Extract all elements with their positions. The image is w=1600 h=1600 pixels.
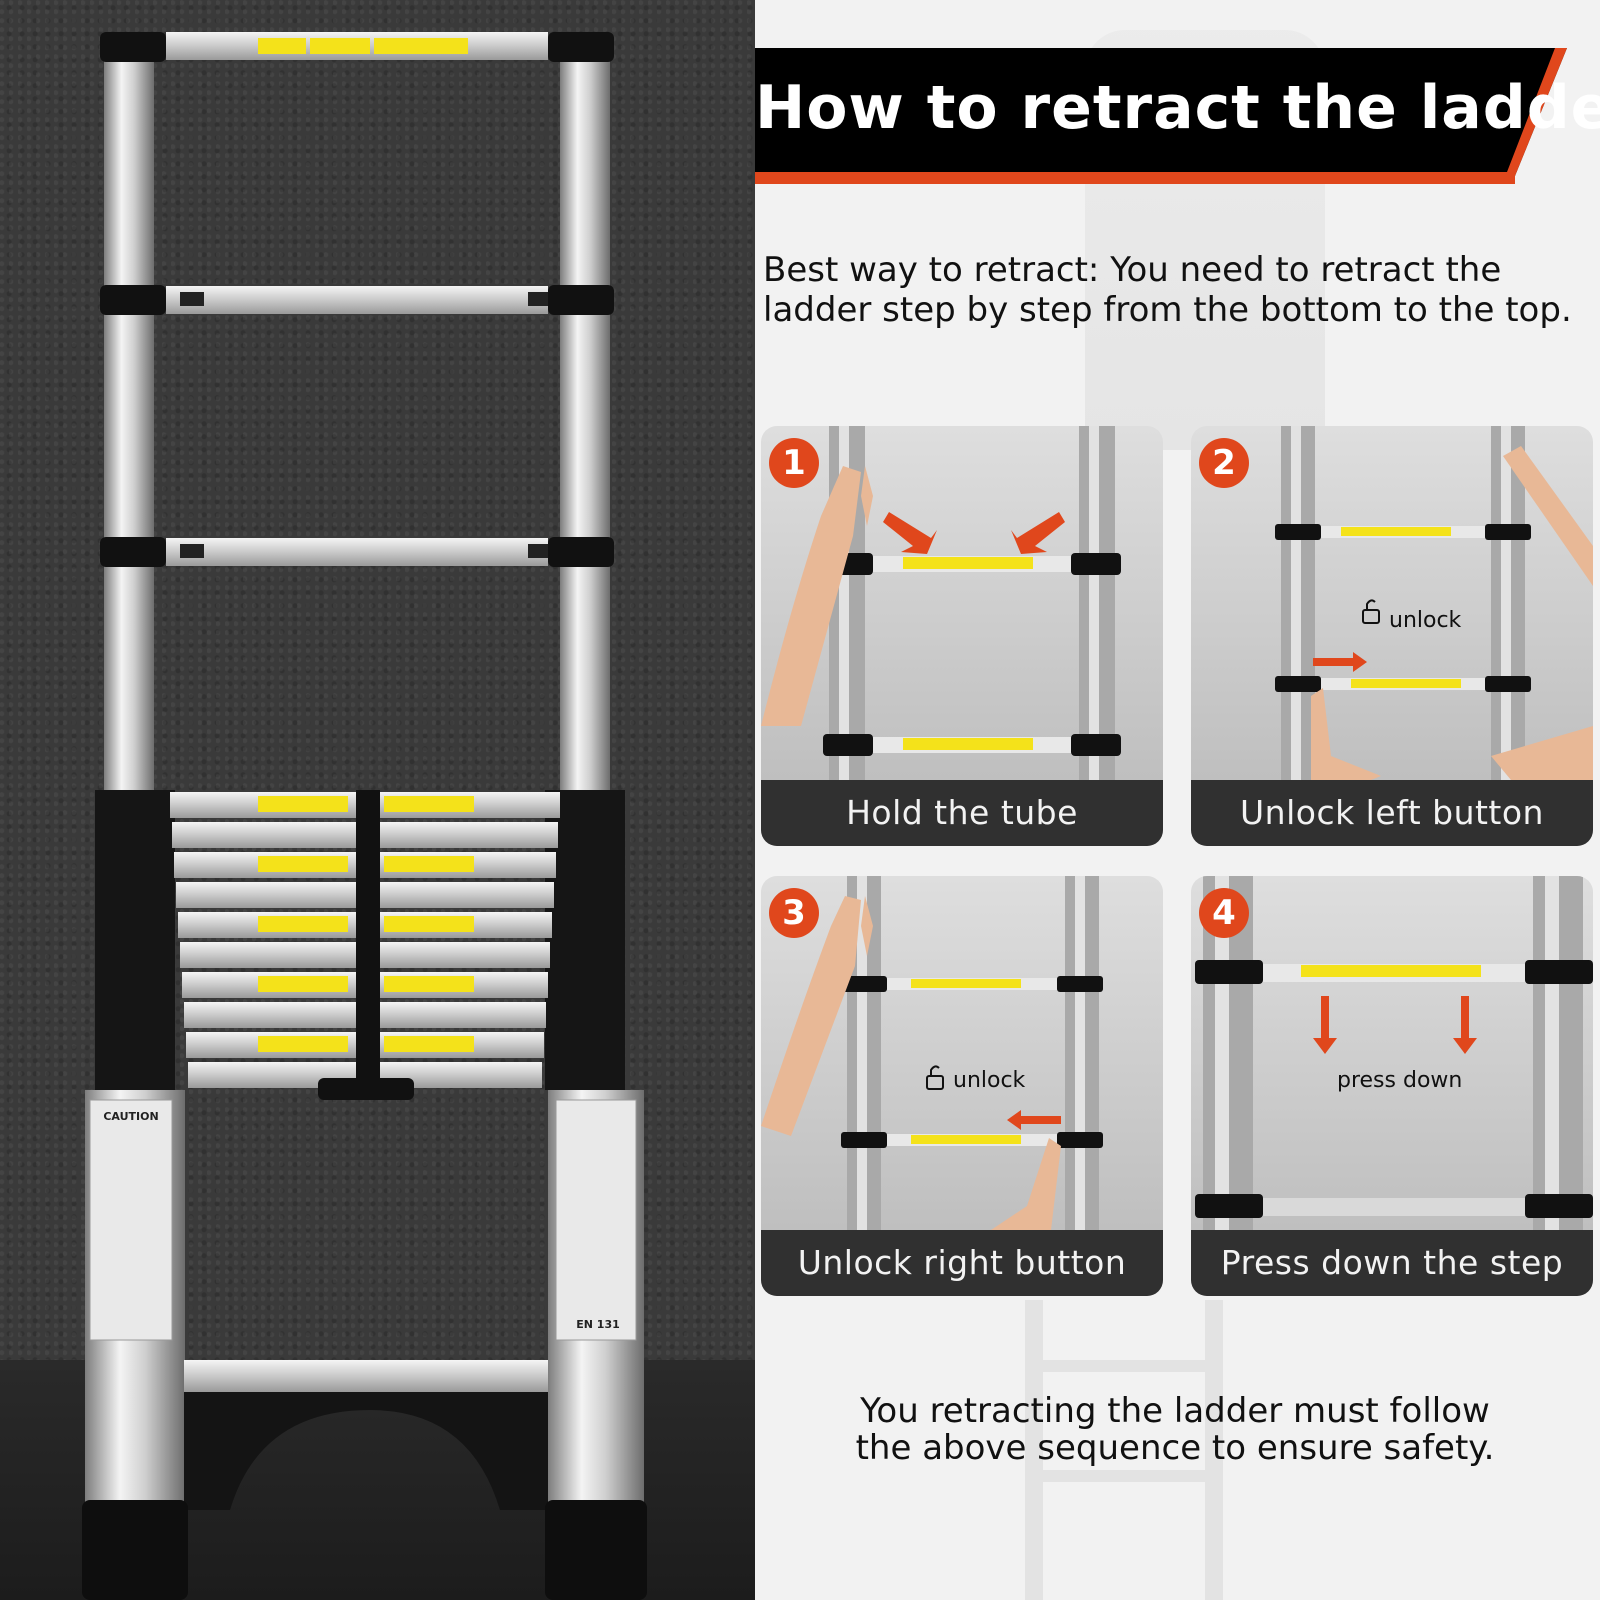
step-2-illustration xyxy=(1275,426,1593,780)
title-banner: How to retract the ladder: xyxy=(755,48,1600,186)
intro-line-1: Best way to retract: You need to retract… xyxy=(763,250,1502,290)
ladder-photo-panel: CAUTION EN 131 xyxy=(0,0,755,1600)
lock-open-icon xyxy=(926,1065,944,1090)
step-caption: Hold the tube xyxy=(761,780,1163,846)
caution-label: CAUTION xyxy=(103,1110,159,1123)
page-title: How to retract the ladder: xyxy=(755,73,1600,143)
lock-open-icon xyxy=(1362,599,1380,624)
safety-note-line-1: You retracting the ladder must follow xyxy=(860,1391,1490,1431)
step-card-1: 1 Hold the tube xyxy=(761,426,1163,846)
press-down-label: press down xyxy=(1337,1068,1463,1093)
step-number-badge: 4 xyxy=(1199,888,1249,938)
background-ladder xyxy=(1025,1300,1223,1600)
intro-line-2: ladder step by step from the bottom to t… xyxy=(763,290,1572,330)
step-caption: Unlock right button xyxy=(761,1230,1163,1296)
intro-text: Best way to retract: You need to retract… xyxy=(763,250,1598,330)
step-number-badge: 3 xyxy=(769,888,819,938)
safety-note: You retracting the ladder must follow th… xyxy=(770,1393,1580,1467)
step-4-illustration xyxy=(1195,876,1593,1230)
step-number-badge: 2 xyxy=(1199,438,1249,488)
step-caption: Press down the step xyxy=(1191,1230,1593,1296)
unlock-label: unlock xyxy=(1389,608,1462,633)
step-caption: Unlock left button xyxy=(1191,780,1593,846)
unlock-label: unlock xyxy=(953,1068,1026,1093)
step-card-4: 4 press down Press down the step xyxy=(1191,876,1593,1296)
step-number-badge: 1 xyxy=(769,438,819,488)
safety-note-line-2: the above sequence to ensure safety. xyxy=(855,1428,1495,1468)
telescopic-ladder xyxy=(82,32,647,1600)
standard-label: EN 131 xyxy=(576,1318,620,1331)
step-card-2: 2 unlock Unlock left button xyxy=(1191,426,1593,846)
banner-shape xyxy=(755,48,1567,184)
step-3-illustration xyxy=(761,876,1103,1230)
step-card-3: 3 unlock Unlock right button xyxy=(761,876,1163,1296)
step-1-illustration xyxy=(761,426,1121,780)
